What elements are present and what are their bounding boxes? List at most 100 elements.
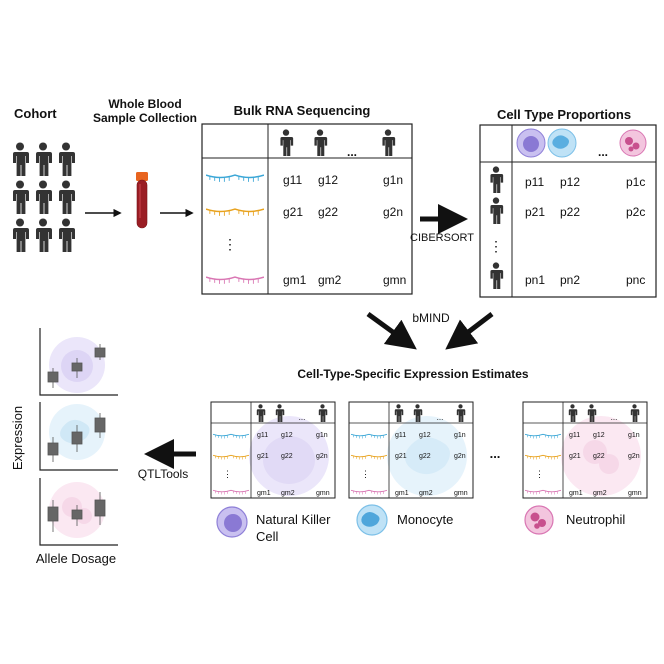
small-cell: gm2 — [281, 490, 295, 497]
small-cell: g2n — [628, 453, 640, 460]
whole-blood-label-2: Sample Collection — [93, 111, 197, 125]
person-icon — [490, 166, 504, 193]
small-cell: g1n — [454, 432, 466, 439]
prop-cell: p12 — [560, 175, 580, 189]
vertical-ellipsis: ⋮ — [535, 469, 544, 479]
prop-cell: p1c — [626, 175, 645, 189]
arrow-bmind-left — [366, 311, 417, 350]
bulk-cell: g1n — [383, 173, 403, 187]
nk-cell-label-2: Cell — [256, 529, 279, 544]
prop-cell: p11 — [525, 175, 544, 189]
allele-dosage-axis-label: Allele Dosage — [36, 551, 116, 566]
neutrophil-label: Neutrophil — [566, 512, 625, 527]
neutrophil-icon — [619, 129, 647, 157]
person-icon — [456, 404, 466, 422]
rna-strand-orange — [206, 208, 264, 216]
cibersort-label: CIBERSORT — [410, 232, 474, 244]
small-cell: g12 — [593, 432, 605, 439]
rna-strand-teal — [351, 433, 387, 439]
small-cell: gmn — [316, 490, 330, 497]
cohort-people-icons — [13, 142, 75, 252]
small-cell: gmn — [454, 490, 468, 497]
person-icon — [314, 129, 328, 156]
whole-blood-label-1: Whole Blood — [108, 97, 181, 111]
vertical-ellipsis: ⋮ — [361, 469, 370, 479]
vertical-ellipsis: ⋮ — [489, 238, 503, 254]
bulk-cell: gm1 — [283, 273, 307, 287]
rna-strand-orange — [351, 454, 387, 460]
prop-cell: p2c — [626, 205, 645, 219]
prop-cell: pnc — [626, 273, 645, 287]
small-cell: gm1 — [257, 490, 271, 497]
person-icon — [630, 404, 640, 422]
small-cell: gm1 — [569, 490, 583, 497]
prop-cell: pn1 — [525, 273, 545, 287]
person-icon — [382, 129, 396, 156]
small-cell: g21 — [395, 453, 407, 460]
cohort-label: Cohort — [14, 106, 57, 121]
small-cell: g22 — [281, 453, 293, 460]
nk-cell-legend-icon — [216, 506, 248, 538]
ellipsis: ... — [598, 145, 608, 159]
monocyte-boxplot-panel — [39, 402, 118, 471]
bulk-cell: g2n — [383, 205, 403, 219]
bulk-cell: g22 — [318, 205, 338, 219]
ellipsis: ... — [299, 413, 306, 422]
small-cell: gmn — [628, 490, 642, 497]
small-cell: g2n — [316, 453, 328, 460]
small-cell: g11 — [395, 432, 406, 439]
neutrophil-legend-icon — [524, 505, 554, 535]
bulk-cell: g12 — [318, 173, 338, 187]
qtltools-label: QTLTools — [138, 467, 188, 481]
bulk-cell: gm2 — [318, 273, 342, 287]
rna-strand-orange — [525, 454, 561, 460]
small-cell: g2n — [454, 453, 466, 460]
vertical-ellipsis: ⋮ — [223, 469, 232, 479]
person-icon — [490, 262, 504, 289]
bulk-cell: g11 — [283, 173, 302, 187]
person-icon — [318, 404, 328, 422]
bulk-rna-label: Bulk RNA Sequencing — [234, 103, 371, 118]
nk-matrix: ... ⋮ g11 g12 g1n g21 g22 g2n gm1 gm2 gm… — [210, 401, 336, 499]
person-icon — [256, 404, 266, 422]
prop-cell: p21 — [525, 205, 545, 219]
small-cell: g21 — [569, 453, 581, 460]
expression-axis-label: Expression — [10, 406, 25, 470]
rna-strand-teal — [525, 433, 561, 439]
arrow-bmind-right — [445, 312, 494, 350]
small-cell: g1n — [628, 432, 640, 439]
monocyte-legend-icon — [356, 504, 388, 536]
monocyte-matrix: ... ⋮ g11 g12 g1n g21 g22 g2n gm1 gm2 gm… — [348, 401, 474, 499]
small-cell: g11 — [569, 432, 580, 439]
person-icon — [280, 129, 294, 156]
small-cell: g22 — [593, 453, 605, 460]
rna-strand-orange — [213, 454, 249, 460]
ellipsis: ... — [611, 413, 618, 422]
monocyte-icon — [547, 128, 577, 158]
ellipsis: ... — [437, 413, 444, 422]
vertical-ellipsis: ⋮ — [223, 236, 237, 252]
rna-strand-pink — [525, 489, 561, 495]
bulk-rna-matrix: ... ⋮ g11 g12 g1n g21 g22 g2n gm1 gm2 gm… — [201, 123, 413, 295]
rna-strand-teal — [213, 433, 249, 439]
small-cell: g21 — [257, 453, 269, 460]
small-cell: g1n — [316, 432, 328, 439]
small-cell: g12 — [281, 432, 293, 439]
small-cell: gm1 — [395, 490, 409, 497]
person-icon — [394, 404, 404, 422]
prop-cell: p22 — [560, 205, 580, 219]
small-cell: gm2 — [593, 490, 607, 497]
rna-strand-pink — [213, 489, 249, 495]
neutrophil-boxplot-panel — [39, 478, 118, 546]
neutrophil-matrix: ... ⋮ g11 g12 g1n g21 g22 g2n gm1 gm2 gm… — [522, 401, 648, 499]
small-cell: g11 — [257, 432, 268, 439]
nk-cell-icon — [516, 128, 546, 158]
rna-strand-teal — [206, 174, 264, 182]
nk-boxplot-panel — [39, 328, 118, 396]
bulk-cell: gmn — [383, 273, 406, 287]
monocyte-label: Monocyte — [397, 512, 453, 527]
rna-strand-pink — [351, 489, 387, 495]
ellipsis: ... — [490, 446, 501, 461]
nk-cell-label-1: Natural Killer — [256, 512, 331, 527]
